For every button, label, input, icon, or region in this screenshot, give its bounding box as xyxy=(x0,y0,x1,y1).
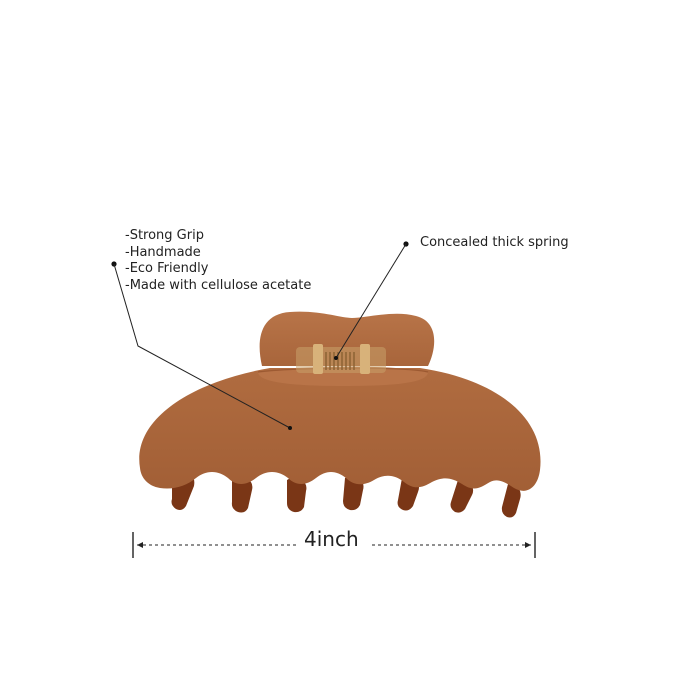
width-label: 4inch xyxy=(304,527,359,551)
spring-pointer xyxy=(334,241,409,360)
feature-strong-grip: -Strong Grip xyxy=(125,228,204,243)
feature-material: -Made with cellulose acetate xyxy=(125,277,312,293)
clip-teeth xyxy=(171,471,521,518)
features-pointer xyxy=(111,261,292,430)
clip-tooth xyxy=(343,476,364,511)
spring-label: Concealed thick spring xyxy=(420,235,569,250)
spring xyxy=(296,344,386,374)
clip-body xyxy=(139,368,541,491)
clip-tooth xyxy=(287,477,307,513)
clip-tooth xyxy=(501,483,521,518)
clip-tooth xyxy=(450,479,474,513)
feature-eco-friendly: -Eco Friendly xyxy=(125,261,209,276)
feature-handmade: -Handmade xyxy=(125,244,201,260)
clip-tooth xyxy=(231,476,253,513)
width-dimension xyxy=(132,532,536,558)
feature-list: -Strong Grip -Handmade -Eco Friendly -Ma… xyxy=(125,228,311,294)
